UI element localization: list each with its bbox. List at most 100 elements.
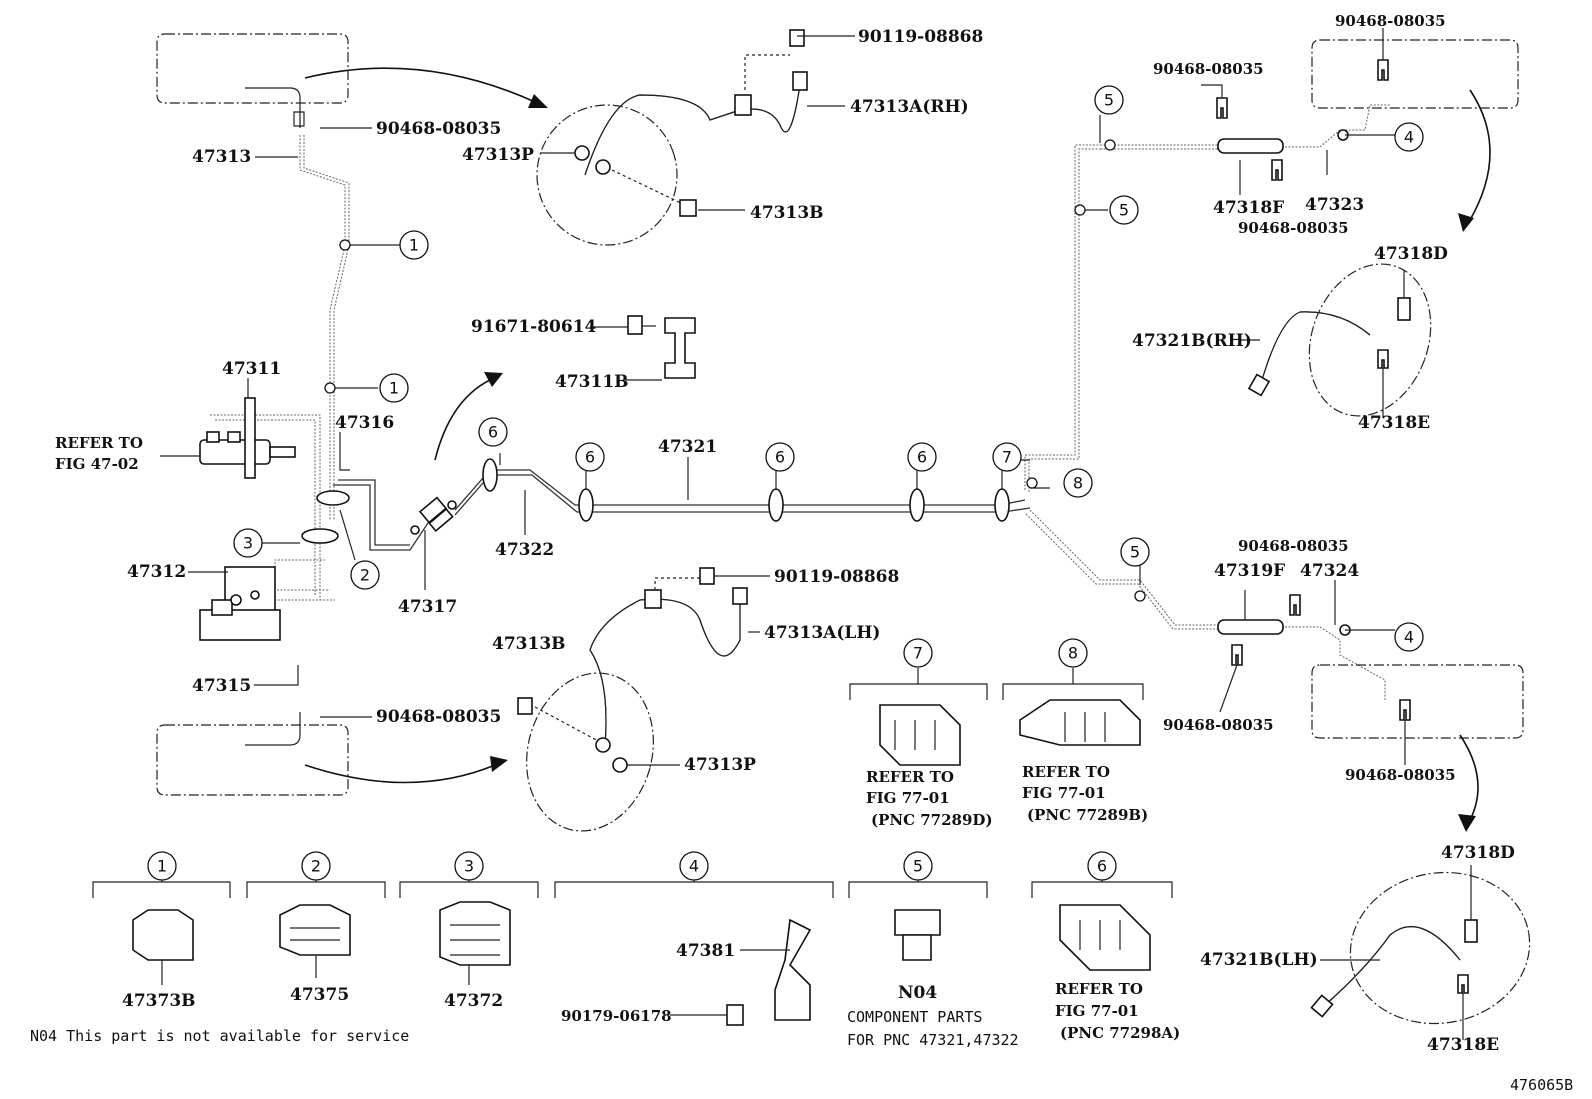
callout-6a-label: 6 xyxy=(488,423,498,442)
clamp-markers xyxy=(301,458,1010,544)
label-90468-08035-r6: 90468-08035 xyxy=(1345,766,1456,784)
label-47322: 47322 xyxy=(495,540,554,560)
legend-callout-4 xyxy=(679,851,709,881)
callout-7-header-label: 7 xyxy=(913,644,923,663)
callout-6c-label: 6 xyxy=(775,448,785,467)
legend-callout-2-label: 2 xyxy=(311,857,321,876)
label-47318F: 47318F xyxy=(1213,198,1284,218)
callout-8-header-label: 8 xyxy=(1068,644,1078,663)
callout-3 xyxy=(233,528,263,558)
callout-5b xyxy=(1109,195,1139,225)
legend-callout-4-label: 4 xyxy=(689,857,699,876)
label-47323: 47323 xyxy=(1305,195,1364,215)
right-lower-hose-detail xyxy=(1310,865,1531,1040)
callout-4a-label: 4 xyxy=(1404,128,1414,147)
label-47311B: 47311B xyxy=(555,372,629,392)
legend-callout-6 xyxy=(1087,851,1117,881)
bottom-left-detail-box xyxy=(156,712,508,796)
callout-6a xyxy=(478,417,508,447)
label-47319F: 47319F xyxy=(1214,561,1285,581)
label-91671-80614: 91671-80614 xyxy=(471,317,597,337)
label-90119-08868-bottom: 90119-08868 xyxy=(774,567,899,587)
bottom-flex-hose-detail xyxy=(517,567,770,832)
callout-1a xyxy=(399,230,429,260)
footnote: N04 This part is not available for servi… xyxy=(30,1027,409,1045)
label-refer8-line1: REFER TO xyxy=(1022,763,1110,781)
callout-6b-label: 6 xyxy=(585,448,595,467)
legend-2 xyxy=(246,866,386,978)
label-47318D-top: 47318D xyxy=(1374,244,1448,264)
callout-4a xyxy=(1394,122,1424,152)
label-47318D-bottom: 47318D xyxy=(1441,843,1515,863)
callout-8 xyxy=(1063,468,1093,498)
callout-1a-label: 1 xyxy=(409,236,419,255)
top-left-detail-box xyxy=(156,33,548,128)
label-refer8-line3: (PNC 77289B) xyxy=(1027,806,1148,824)
label-47313A-LH: 47313A(LH) xyxy=(764,623,880,643)
clamp-8-group xyxy=(1002,668,1144,746)
label-refer8-line2: FIG 77-01 xyxy=(1022,784,1106,802)
label-47312: 47312 xyxy=(127,562,186,582)
label-refer6-line3: (PNC 77298A) xyxy=(1060,1024,1180,1042)
legend-3 xyxy=(399,866,539,985)
label-refer-47-02-line1: REFER TO xyxy=(55,434,143,452)
legend-5 xyxy=(848,866,988,961)
label-47318E-bottom: 47318E xyxy=(1427,1035,1499,1055)
label-refer-47-02-line2: FIG 47-02 xyxy=(55,455,139,473)
callout-2 xyxy=(350,560,380,590)
callout-1b xyxy=(379,373,409,403)
callout-8-header xyxy=(1058,638,1088,668)
figure-id: 476065B xyxy=(1510,1076,1573,1094)
callout-4b-label: 4 xyxy=(1404,628,1414,647)
top-flex-hose-detail xyxy=(536,29,855,246)
label-47321: 47321 xyxy=(658,437,717,457)
right-lower-components xyxy=(1217,580,1524,832)
label-refer7-line1: REFER TO xyxy=(866,768,954,786)
right-upper-hose-detail xyxy=(1240,263,1432,418)
label-47313P-top: 47313P xyxy=(462,145,534,165)
callout-5b-label: 5 xyxy=(1119,201,1129,220)
label-47313P-bottom: 47313P xyxy=(684,755,756,775)
callout-6d xyxy=(907,442,937,472)
union-47317 xyxy=(410,496,457,535)
label-refer7-line3: (PNC 77289D) xyxy=(871,811,993,829)
legend-callout-2 xyxy=(301,851,331,881)
label-47316: 47316 xyxy=(335,413,394,433)
master-cylinder xyxy=(199,397,296,479)
clamp-7-group xyxy=(849,668,988,766)
callout-6d-label: 6 xyxy=(917,448,927,467)
label-47313A-RH: 47313A(RH) xyxy=(850,97,969,117)
label-90119-08868-top: 90119-08868 xyxy=(858,27,983,47)
label-90468-08035-r5: 90468-08035 xyxy=(1163,716,1274,734)
legend-callout-5-label: 5 xyxy=(913,857,923,876)
bracket-47311B xyxy=(590,315,696,381)
label-N04: N04 xyxy=(898,983,937,1003)
legend-1 xyxy=(92,866,231,985)
callout-4b xyxy=(1394,622,1424,652)
callout-8-label: 8 xyxy=(1073,474,1083,493)
brake-pipes xyxy=(210,104,1390,700)
label-47318E-top: 47318E xyxy=(1358,413,1430,433)
legend-callout-1 xyxy=(147,851,177,881)
callout-6c xyxy=(765,442,795,472)
callout-2-label: 2 xyxy=(360,566,370,585)
legend-6 xyxy=(1031,866,1173,971)
callout-5c xyxy=(1120,537,1150,567)
label-component-line1: COMPONENT PARTS xyxy=(847,1008,982,1026)
legend-callout-6-label: 6 xyxy=(1097,857,1107,876)
label-47315: 47315 xyxy=(192,676,251,696)
label-47311: 47311 xyxy=(222,359,281,379)
part-labels: 90119-08868 47313A(RH) 47313P 47313B 904… xyxy=(30,12,1573,1094)
label-47321B-LH: 47321B(LH) xyxy=(1200,950,1318,970)
callout-3-label: 3 xyxy=(243,534,253,553)
leader-lines xyxy=(160,115,1395,718)
arrow-to-bracket xyxy=(434,372,503,461)
right-upper-components xyxy=(1201,28,1519,232)
legend-callout-1-label: 1 xyxy=(157,857,167,876)
label-90468-08035-bottom-left: 90468-08035 xyxy=(376,707,501,727)
label-refer7-line2: FIG 77-01 xyxy=(866,789,950,807)
label-90468-08035-r3: 90468-08035 xyxy=(1238,219,1349,237)
label-47313B-bottom: 47313B xyxy=(492,634,566,654)
label-47321B-RH: 47321B(RH) xyxy=(1132,331,1252,351)
